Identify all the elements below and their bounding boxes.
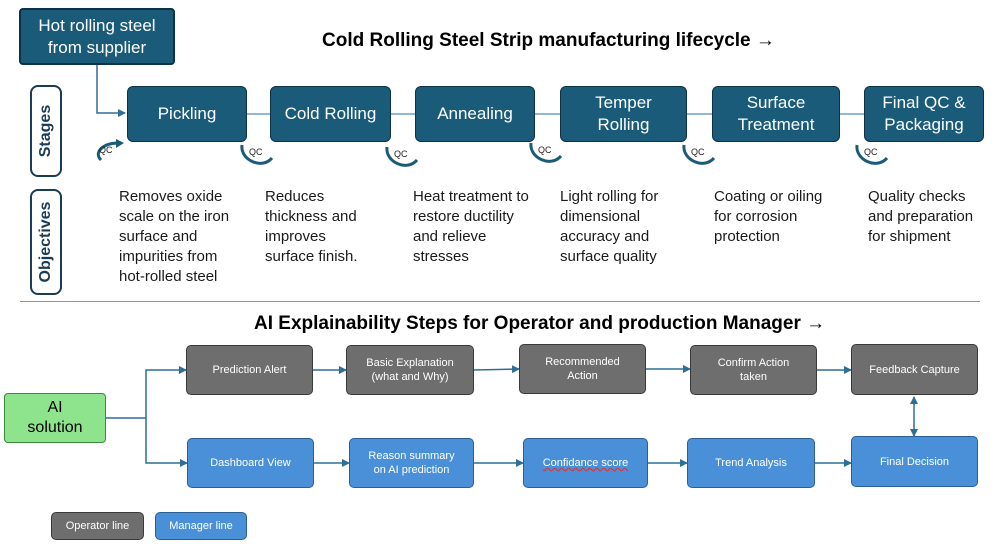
qc-label: QC [864, 147, 878, 157]
lifecycle-title: Cold Rolling Steel Strip manufacturing l… [322, 30, 775, 51]
stage-cold-rolling: Cold Rolling [270, 86, 391, 142]
stage-final-qc-packaging: Final QC & Packaging [864, 86, 984, 142]
ai-solution-box: AI solution [4, 393, 106, 443]
supplier-box: Hot rolling steel from supplier [19, 8, 175, 65]
objective-cold-rolling: Reduces thickness and improves surface f… [265, 188, 358, 265]
supplier-connector [96, 64, 126, 117]
objective-final-qc: Quality checks and preparation for shipm… [868, 188, 974, 245]
manager-step-trend-analysis: Trend Analysis [687, 438, 815, 488]
operator-step-confirm-action: Confirm Action taken [690, 345, 817, 395]
manager-step-dashboard-view: Dashboard View [187, 438, 314, 488]
stage-surface-treatment: Surface Treatment [712, 86, 840, 142]
stage-pickling: Pickling [127, 86, 247, 142]
objective-pickling: Removes oxide scale on the iron surface … [119, 188, 230, 285]
ai-connector [145, 418, 188, 467]
operator-step-prediction-alert: Prediction Alert [186, 345, 313, 395]
supplier-label: Hot rolling steel from supplier [38, 15, 156, 57]
qc-label: QC [249, 147, 263, 157]
manager-step-final-decision: Final Decision [851, 436, 978, 487]
legend-operator-line: Operator line [51, 512, 144, 540]
objectives-side-label: Objectives [30, 189, 62, 295]
stage-temper-rolling: Temper Rolling [560, 86, 687, 142]
qc-label: QC [394, 149, 408, 159]
operator-step-feedback-capture: Feedback Capture [851, 344, 978, 395]
legend-manager-line: Manager line [155, 512, 247, 540]
objective-temper-rolling: Light rolling for dimensional accuracy a… [560, 188, 659, 265]
ai-connector [106, 366, 187, 419]
objective-annealing: Heat treatment to restore ductility and … [413, 188, 529, 265]
qc-label: QC [691, 147, 705, 157]
operator-step-recommended-action: Recommended Action [519, 344, 646, 394]
qc-label: QC [538, 145, 552, 155]
stages-side-label: Stages [30, 85, 62, 177]
stage-annealing: Annealing [415, 86, 535, 142]
qc-label: QC [99, 145, 113, 155]
operator-step-basic-explanation: Basic Explanation (what and Why) [346, 345, 474, 395]
section-divider [20, 301, 980, 302]
manager-step-reason-summary: Reason summary on AI prediction [349, 438, 474, 488]
ai-explainability-title: AI Explainability Steps for Operator and… [254, 313, 826, 334]
manager-step-confidence-score: Confidance score [523, 438, 648, 488]
objective-surface-treatment: Coating or oiling for corrosion protecti… [714, 188, 823, 245]
